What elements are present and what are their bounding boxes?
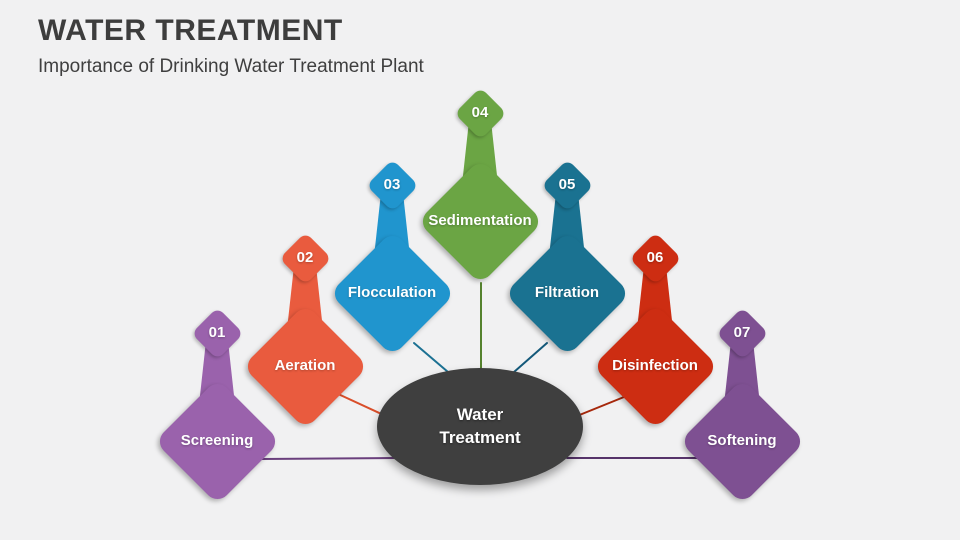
step-number: 06 bbox=[646, 249, 664, 266]
step-label: Aeration bbox=[274, 357, 336, 374]
center-label-line1: Water bbox=[456, 405, 504, 425]
step-label: Flocculation bbox=[347, 284, 437, 301]
step-label: Screening bbox=[180, 432, 254, 449]
step-number: 04 bbox=[471, 104, 489, 121]
step-label: Sedimentation bbox=[428, 212, 532, 229]
slide-subtitle: Importance of Drinking Water Treatment P… bbox=[38, 56, 424, 77]
step-flocculation: 03 Flocculation bbox=[327, 156, 457, 362]
center-water-treatment-ellipse: Water Treatment bbox=[377, 368, 583, 485]
center-label-line2: Treatment bbox=[439, 427, 521, 447]
slide-header: WATER TREATMENT Importance of Drinking W… bbox=[38, 14, 424, 78]
step-label: Disinfection bbox=[612, 357, 698, 374]
step-aeration: 02 Aeration bbox=[240, 229, 370, 435]
step-disinfection: 06 Disinfection bbox=[590, 229, 720, 435]
step-number: 01 bbox=[208, 324, 226, 341]
step-screening: 01 Screening bbox=[152, 304, 282, 510]
step-label: Softening bbox=[707, 432, 777, 449]
step-number: 03 bbox=[383, 176, 401, 193]
step-number: 05 bbox=[558, 176, 576, 193]
step-number: 02 bbox=[296, 249, 314, 266]
slide-title: WATER TREATMENT bbox=[38, 14, 343, 47]
step-number: 07 bbox=[733, 324, 751, 341]
step-softening: 07 Softening bbox=[677, 304, 807, 510]
step-sedimentation: 04 Sedimentation bbox=[415, 84, 545, 290]
step-label: Filtration bbox=[534, 284, 600, 301]
step-filtration: 05 Filtration bbox=[502, 156, 632, 362]
